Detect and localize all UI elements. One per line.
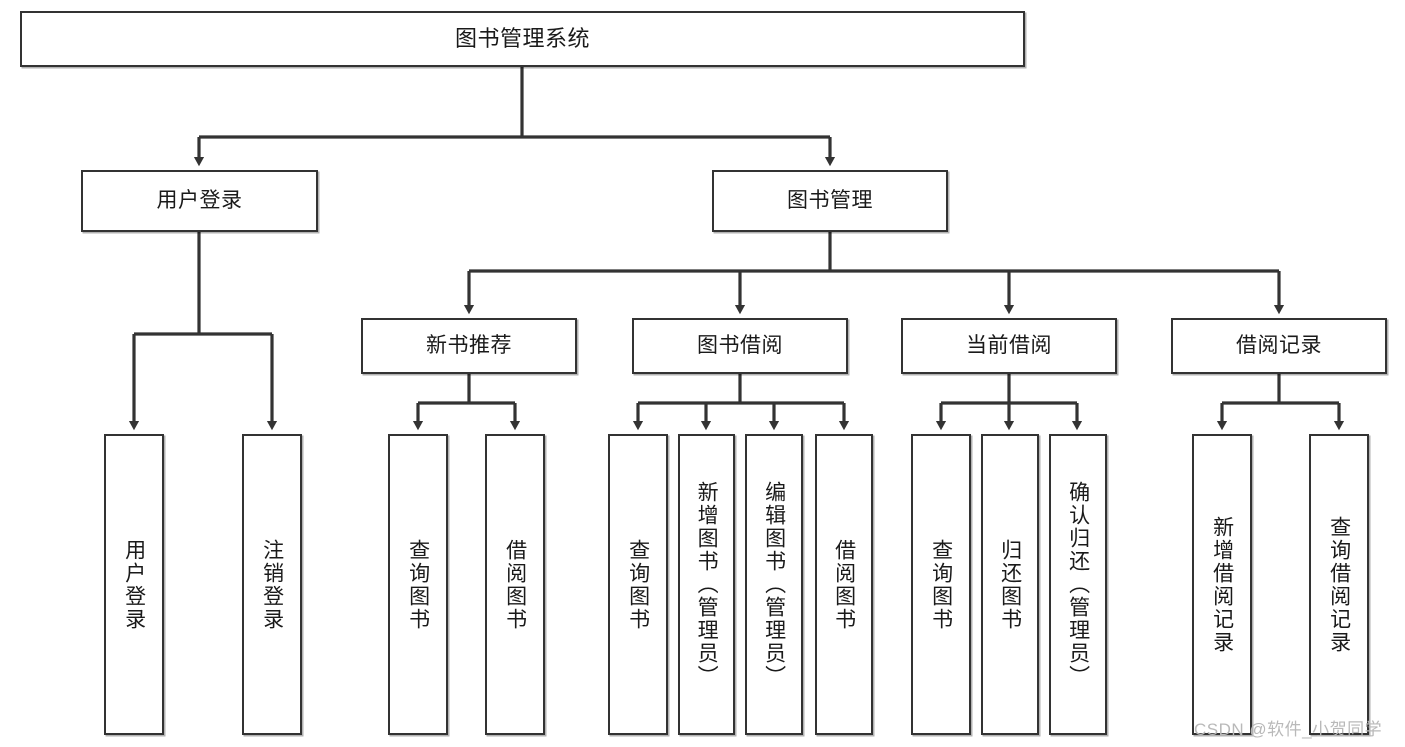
node-borrow-record[interactable]: 借阅记录 <box>1171 318 1387 374</box>
leaf-edit-book-admin[interactable]: 编辑图书（管理员） <box>745 434 803 735</box>
leaf-confirm-return-admin[interactable]: 确认归还（管理员） <box>1049 434 1107 735</box>
node-user-login[interactable]: 用户登录 <box>81 170 318 232</box>
leaf-query-book-borrow[interactable]: 查询图书 <box>608 434 668 735</box>
leaf-user-login[interactable]: 用户登录 <box>104 434 164 735</box>
node-label: 新书推荐 <box>426 333 512 357</box>
node-label: 查询图书 <box>929 538 953 631</box>
node-new-book-recommend[interactable]: 新书推荐 <box>361 318 577 374</box>
node-label: 图书借阅 <box>697 333 783 357</box>
node-label: 当前借阅 <box>966 333 1052 357</box>
node-root-book-management-system[interactable]: 图书管理系统 <box>20 11 1025 67</box>
node-book-borrow[interactable]: 图书借阅 <box>632 318 848 374</box>
node-label: 图书管理 <box>787 188 873 212</box>
node-label: 归还图书 <box>998 538 1022 631</box>
node-label: 查询借阅记录 <box>1327 515 1351 654</box>
node-label: 借阅图书 <box>503 538 527 631</box>
leaf-return-book[interactable]: 归还图书 <box>981 434 1039 735</box>
node-label: 用户登录 <box>122 538 146 631</box>
leaf-logout-login[interactable]: 注销登录 <box>242 434 302 735</box>
leaf-borrow-book-borrow[interactable]: 借阅图书 <box>815 434 873 735</box>
node-label: 注销登录 <box>260 538 284 631</box>
node-label: 图书管理系统 <box>454 26 590 52</box>
node-label: 编辑图书（管理员） <box>762 481 786 688</box>
node-label: 新增图书（管理员） <box>695 481 719 688</box>
node-label: 查询图书 <box>626 538 650 631</box>
node-label: 新增借阅记录 <box>1210 515 1234 654</box>
node-label: 借阅图书 <box>832 538 856 631</box>
node-label: 用户登录 <box>156 188 243 212</box>
leaf-borrow-book-recommend[interactable]: 借阅图书 <box>485 434 545 735</box>
leaf-add-book-admin[interactable]: 新增图书（管理员） <box>678 434 735 735</box>
leaf-query-book-recommend[interactable]: 查询图书 <box>388 434 448 735</box>
node-label: 借阅记录 <box>1236 333 1322 357</box>
leaf-query-borrow-record[interactable]: 查询借阅记录 <box>1309 434 1369 735</box>
node-current-borrow[interactable]: 当前借阅 <box>901 318 1117 374</box>
leaf-query-book-current[interactable]: 查询图书 <box>911 434 971 735</box>
node-label: 查询图书 <box>406 538 430 631</box>
csdn-watermark: CSDN @软件_小贺同学 <box>1194 720 1383 739</box>
node-book-manage[interactable]: 图书管理 <box>712 170 948 232</box>
node-label: 确认归还（管理员） <box>1066 481 1090 688</box>
leaf-add-borrow-record[interactable]: 新增借阅记录 <box>1192 434 1252 735</box>
